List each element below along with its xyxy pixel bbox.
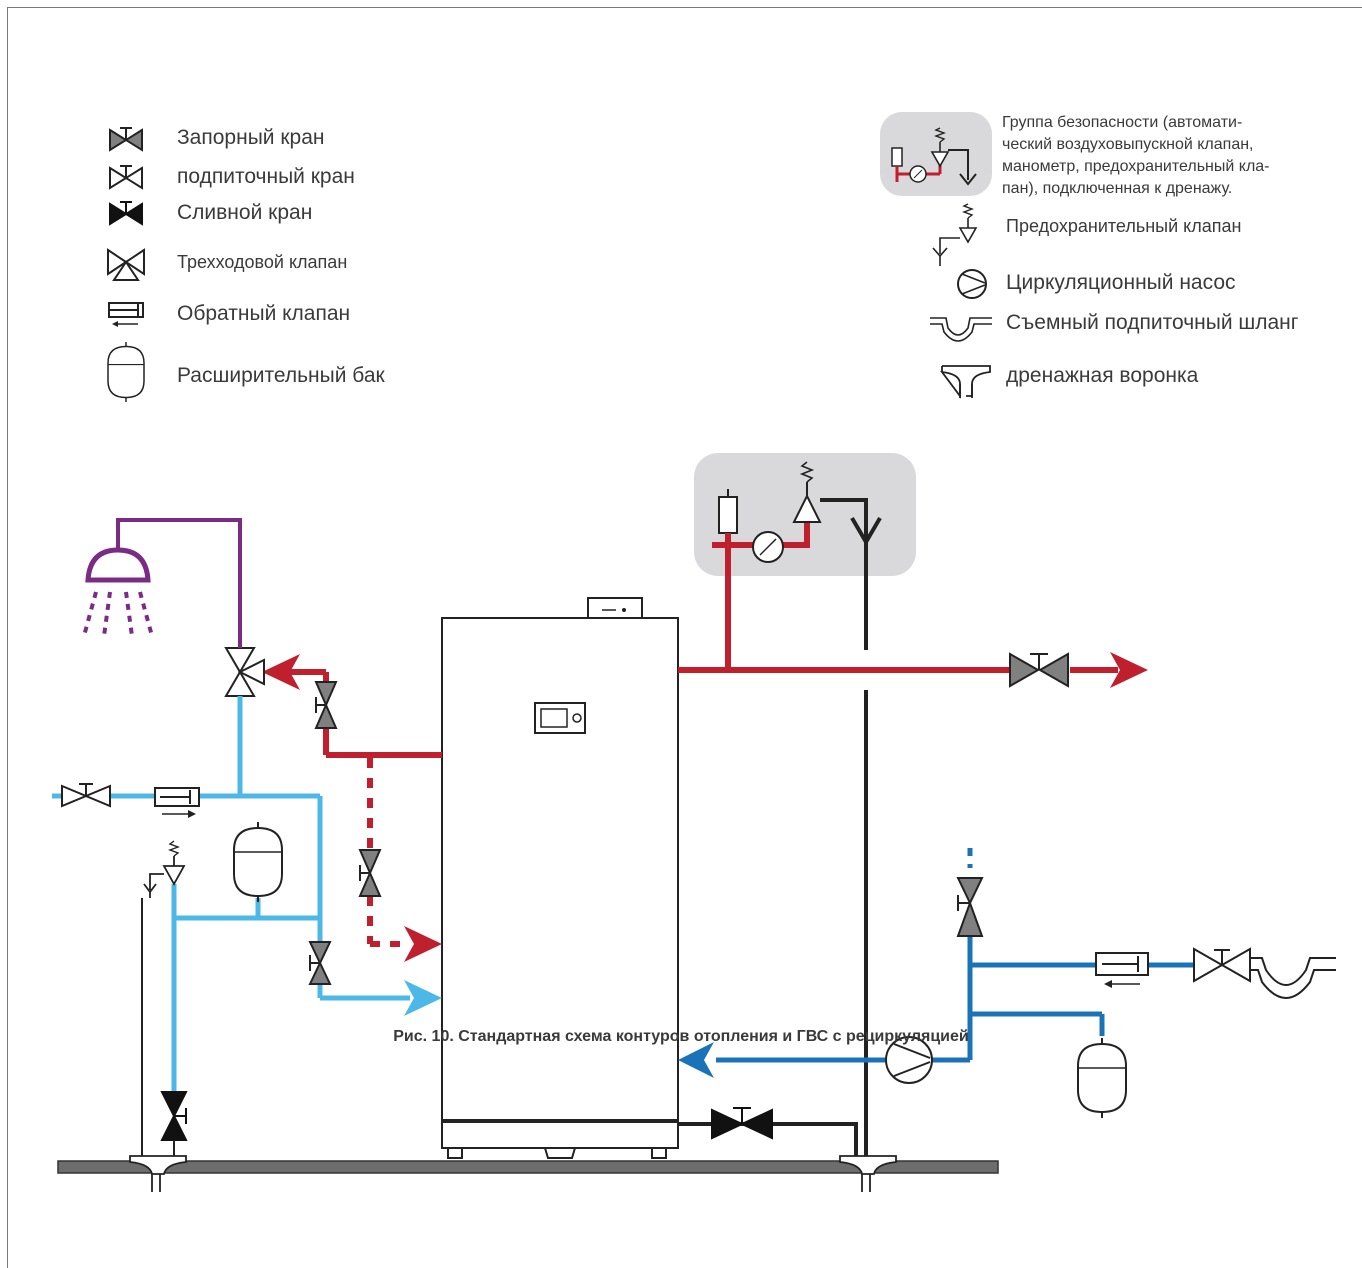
- legend-label-pump: Циркуляционный насос: [1006, 271, 1236, 294]
- heating-supply-line: [678, 652, 1148, 688]
- fill-hose: [1250, 957, 1336, 999]
- legend-label-shutoff: Запорный кран: [177, 126, 325, 149]
- legend-fill-valve-icon: [109, 165, 143, 189]
- legend-label-tank: Расширительный бак: [177, 364, 385, 387]
- legend-hose-icon: [930, 317, 992, 342]
- legend-label-threeway: Трехходовой клапан: [177, 252, 348, 272]
- legend-pump-icon: [957, 269, 987, 299]
- safety-line: пан), подключенная к дренажу.: [1002, 180, 1233, 197]
- figure-caption: Рис. 10. Стандартная схема контуров отоп…: [393, 1028, 969, 1045]
- recirc-valve: [358, 849, 382, 897]
- legend-label-relief: Предохранительный клапан: [1006, 216, 1242, 236]
- legend-label-fill: подпиточный кран: [177, 165, 355, 188]
- legend-label-check: Обратный клапан: [177, 302, 351, 325]
- safety-line: ческий воздуховыпускной клапан,: [1002, 136, 1254, 153]
- legend-expansion-tank-icon: [107, 341, 145, 403]
- legend-check-valve-icon: [108, 302, 144, 327]
- dhw-hot-line: [262, 654, 442, 962]
- dhw-expansion-tank: [233, 821, 283, 903]
- mixing-three-way-valve: [224, 647, 265, 697]
- legend-label-hose: Съемный подпиточный шланг: [1006, 311, 1299, 334]
- boiler-drain: [678, 1107, 858, 1158]
- figure-frame: [7, 7, 1362, 1268]
- right-drain-funnel: [839, 1155, 897, 1192]
- dhw-relief-valve: [141, 840, 186, 1158]
- return-fill-valve-white: [1193, 947, 1251, 983]
- legend-label-drain: Сливной кран: [177, 201, 313, 224]
- safety-line: Группа безопасности (автомати-: [1002, 114, 1243, 131]
- dhw-hot-valve: [314, 681, 338, 729]
- safety-line: манометр, предохранительный кла-: [1002, 158, 1270, 175]
- legend-label-funnel: дренажная воронка: [1006, 364, 1199, 387]
- shower: [82, 518, 242, 648]
- heating-expansion-tank: [1077, 1037, 1127, 1119]
- cold-check-valve: [154, 787, 200, 818]
- left-drain-funnel: [129, 1155, 187, 1192]
- legend-relief-valve-icon: [932, 203, 977, 266]
- safety-group: [694, 453, 916, 670]
- legend-funnel-icon: [940, 365, 991, 399]
- legend-shutoff-icon: [109, 127, 143, 151]
- legend-safety-group-description: Группа безопасности (автомати- ческий во…: [1002, 112, 1342, 200]
- return-fill-valve: [956, 877, 984, 937]
- dhw-drain-valve: [160, 1091, 188, 1158]
- heating-return-network: [678, 848, 1194, 1078]
- supply-shutoff-valve: [1009, 652, 1069, 688]
- return-check-valve: [1095, 952, 1149, 988]
- cold-inlet-valve: [61, 783, 111, 808]
- legend-three-way-valve-icon: [107, 248, 145, 281]
- boiler-unit: [441, 597, 679, 1159]
- legend-drain-valve-icon: [109, 201, 143, 225]
- circulation-pump: [885, 1036, 933, 1084]
- legend-safety-group-icon: [880, 112, 992, 196]
- cold-return-valve: [308, 941, 332, 985]
- floor: [57, 1160, 999, 1174]
